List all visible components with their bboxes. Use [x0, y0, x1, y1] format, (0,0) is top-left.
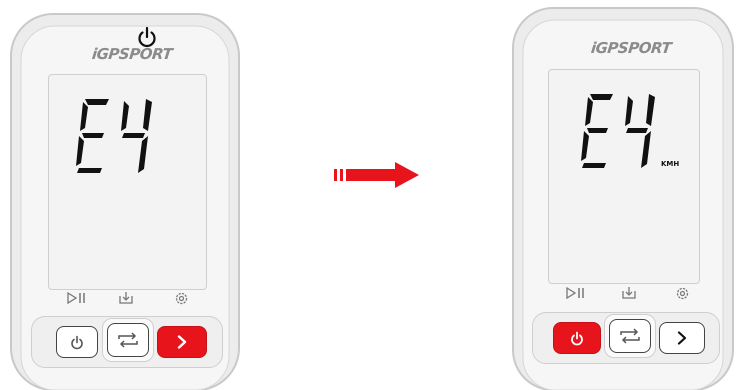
chevron-right-icon — [177, 335, 187, 349]
chevron-right-icon — [677, 331, 687, 345]
power-button[interactable] — [553, 322, 601, 354]
brand-logo: iGPSPORT — [91, 45, 173, 63]
settings-icon — [676, 287, 689, 300]
display-digits — [49, 75, 206, 289]
lcd-screen: KMH — [548, 69, 700, 284]
power-button[interactable] — [56, 326, 98, 358]
device-after: iGPSPORT KMH — [506, 0, 741, 390]
device-before: iGPSPORT — [0, 0, 250, 390]
brand-logo: iGPSPORT — [590, 39, 672, 57]
cycle-icon — [617, 327, 643, 345]
cycle-icon — [115, 331, 141, 349]
next-button[interactable] — [157, 326, 207, 358]
cycle-button[interactable] — [107, 323, 149, 357]
download-icon — [118, 291, 134, 305]
play-pause-icon — [66, 292, 88, 304]
digit-e — [76, 99, 109, 173]
play-pause-icon — [565, 287, 587, 299]
lcd-screen — [48, 74, 207, 290]
digit-4 — [625, 94, 655, 168]
cycle-button[interactable] — [609, 319, 651, 353]
speed-unit-label: KMH — [661, 160, 679, 168]
digit-4 — [121, 99, 152, 173]
next-button[interactable] — [659, 322, 705, 354]
power-icon — [70, 335, 84, 350]
power-icon — [570, 331, 584, 346]
settings-icon — [175, 292, 188, 305]
download-icon — [621, 286, 637, 300]
display-digits — [549, 70, 699, 283]
transition-arrow — [331, 160, 423, 190]
digit-e — [581, 94, 613, 168]
